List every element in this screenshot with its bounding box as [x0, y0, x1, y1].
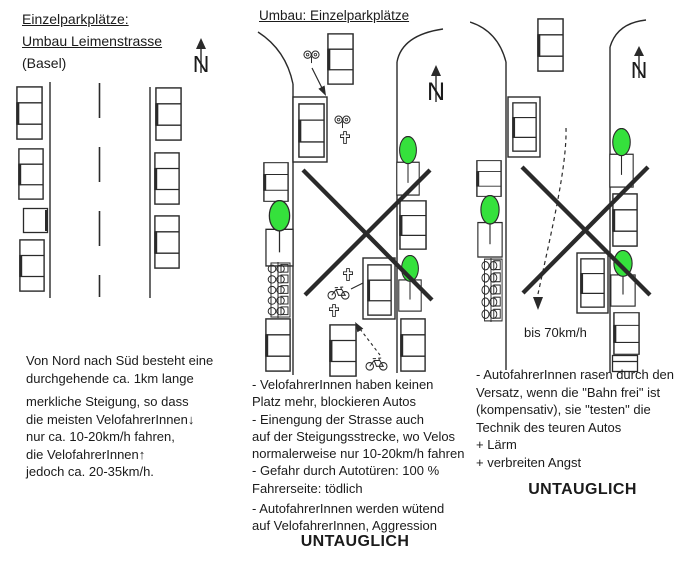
compass-letter: N: [427, 78, 445, 104]
bike-top-icon: [334, 115, 351, 129]
car-icon: [613, 312, 640, 355]
middle-verdict: UNTAUGLICH: [300, 533, 410, 550]
description-line: jedoch ca. 20-35km/h.: [26, 464, 154, 479]
car-icon: [18, 148, 44, 200]
note-line: - AutofahrerInnen rasen durch den: [476, 367, 675, 382]
car-icon: [329, 324, 357, 377]
car-icon: [476, 160, 502, 197]
note-line: normalerweise nur 10-20km/h fahren: [252, 446, 465, 462]
car-icon: [154, 152, 180, 205]
middle-panel-notes: - VelofahrerInnen haben keinen Platz meh…: [252, 376, 464, 535]
plus-marker-icon: [343, 268, 353, 281]
tree-icon: [265, 200, 294, 267]
car-icon: [580, 258, 605, 308]
pointer-arrow: [311, 67, 326, 96]
description-line: die VelofahrerInnen↑: [26, 446, 146, 462]
left-description: Von Nord nach Süd besteht eine durchgehe…: [26, 352, 213, 481]
pointer-line: [350, 282, 364, 290]
car-icon: [298, 103, 325, 158]
car-icon: [367, 264, 392, 316]
title-line-2: Umbau Leimenstrasse: [22, 33, 163, 49]
note-line: - Einengung der Strasse auch: [252, 411, 424, 427]
north-arrow: N: [627, 45, 651, 80]
car-icon: [611, 354, 639, 373]
pointer-arrow: [355, 322, 381, 356]
car-icon: [19, 239, 45, 292]
compass-arrowhead: [196, 38, 206, 49]
note-line: Versatz, wenn die "Bahn frei" ist: [476, 384, 661, 400]
right-panel-notes: - AutofahrerInnen rasen durch den Versat…: [476, 366, 674, 472]
title-line-3: (Basel): [22, 55, 67, 71]
road-edge-lines: [49, 82, 151, 298]
car-icon: [399, 200, 427, 250]
compass-letter: N: [193, 51, 210, 75]
description-line: die meisten VelofahrerInnen↓: [26, 411, 195, 427]
note-line: - AutofahrerInnen werden wütend: [252, 501, 445, 517]
car-icon: [400, 318, 426, 372]
bicycle-icon: [327, 286, 350, 300]
car-icon: [16, 86, 43, 140]
left-street-svg: [16, 82, 182, 298]
car-icon: [265, 318, 291, 372]
car-icon: [155, 87, 182, 141]
note-line: auf der Steigungsstrecke, wo Velos: [252, 428, 456, 444]
north-arrow-icon: N: [427, 65, 445, 104]
north-arrow: N: [423, 64, 449, 104]
compass-arrowhead: [431, 65, 441, 76]
description-line: durchgehende ca. 1km lange: [26, 370, 194, 386]
speed-arrow: [533, 127, 567, 310]
title-line-1: Einzelparkplätze:: [22, 11, 129, 27]
car-icon: [512, 102, 537, 152]
car-icon: [263, 162, 289, 202]
right-street-svg: [470, 18, 652, 373]
middle-street-svg: [257, 28, 444, 377]
note-line: Technik des teuren Autos: [476, 419, 622, 435]
bicycle-icon: [365, 357, 388, 371]
note-line: - VelofahrerInnen haben keinen: [252, 377, 434, 392]
note-line: - Gefahr durch Autotüren: 100 %: [252, 463, 440, 479]
note-line: + Lärm: [476, 437, 517, 453]
plus-marker-icon: [329, 304, 339, 317]
cross-out-mark: [520, 165, 652, 297]
description-line: merkliche Steigung, so dass: [26, 394, 189, 409]
car-icon: [327, 33, 354, 85]
bike-rack-icon: [481, 258, 503, 322]
bike-top-icon: [303, 50, 320, 64]
north-arrow-icon: N: [193, 38, 210, 75]
car-icon: [154, 215, 180, 269]
note-line: Platz mehr, blockieren Autos: [252, 394, 417, 410]
small-parking-square: [22, 207, 49, 234]
speed-label: bis 70km/h: [524, 325, 587, 340]
bike-rack-icon: [267, 262, 291, 318]
curb-lines: [470, 19, 647, 372]
cross-out-mark: [301, 168, 434, 302]
north-arrow-icon: N: [631, 46, 648, 80]
tree-icon: [477, 195, 503, 258]
compass-letter: N: [631, 57, 648, 80]
description-line: nur ca. 10-20km/h fahren,: [26, 429, 175, 444]
tree-icon: [609, 128, 634, 188]
car-icon: [537, 18, 564, 72]
right-verdict: UNTAUGLICH: [528, 481, 637, 498]
note-line: auf VelofahrerInnen, Aggression: [252, 518, 438, 534]
middle-panel-title: Umbau: Einzelparkplätze: [259, 8, 410, 23]
page-title: Einzelparkplätze: Umbau Leimenstrasse (B…: [22, 8, 162, 74]
note-line: + verbreiten Angst: [476, 454, 582, 470]
plus-marker-icon: [340, 131, 350, 144]
note-line: (kompensativ), sie "testen" die: [476, 402, 651, 418]
compass-arrowhead: [634, 46, 644, 56]
north-arrow: N: [189, 37, 213, 75]
note-line: Fahrerseite: tödlich: [252, 480, 363, 496]
description-line: Von Nord nach Süd besteht eine: [26, 353, 214, 368]
